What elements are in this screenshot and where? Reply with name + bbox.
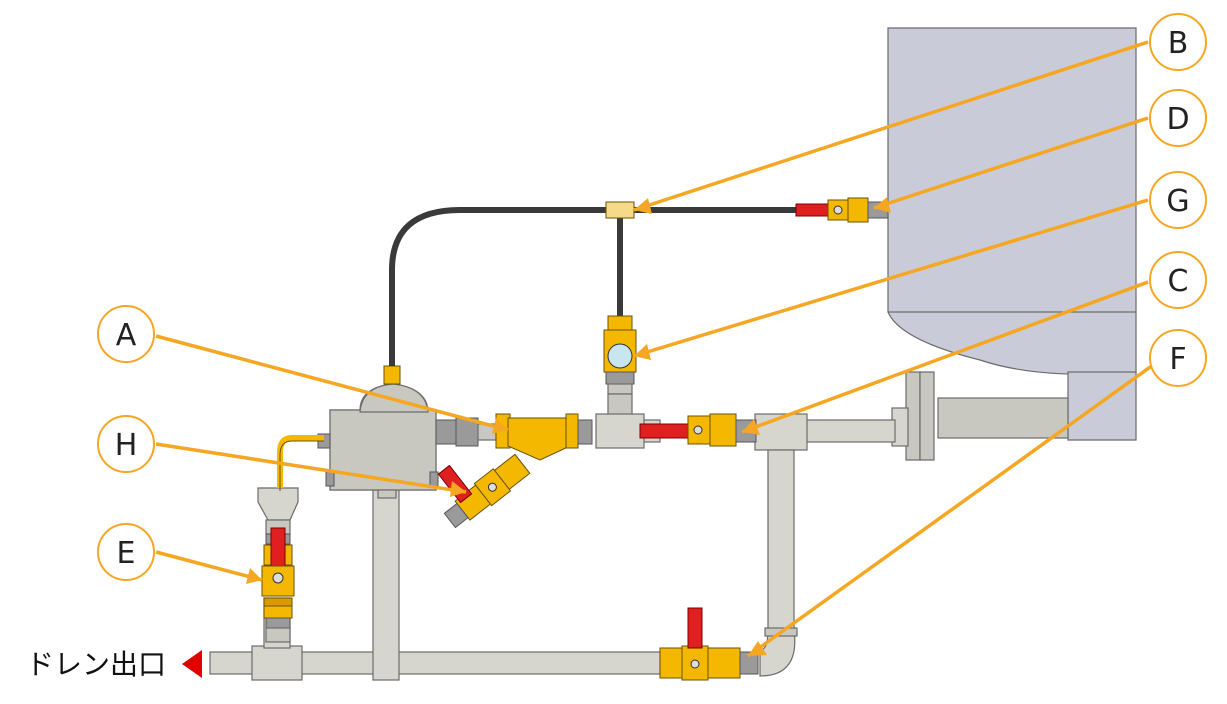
svg-text:F: F: [1169, 342, 1186, 377]
valve-d: [795, 197, 889, 223]
leader-f: [746, 358, 1162, 658]
steam-trap: [277, 365, 439, 499]
label-h: H: [97, 415, 155, 473]
leader-b: [633, 40, 1149, 212]
leader-g: [633, 198, 1149, 358]
sight-glass-g: [603, 315, 637, 417]
leader-d: [873, 116, 1149, 210]
valve-e-assembly: [257, 487, 299, 643]
label-g: G: [1149, 171, 1207, 229]
svg-text:E: E: [117, 536, 136, 571]
svg-text:C: C: [1168, 264, 1189, 299]
drain-arrow-icon: [182, 650, 202, 678]
label-f: F: [1149, 329, 1207, 387]
svg-text:A: A: [116, 318, 137, 353]
svg-text:G: G: [1166, 184, 1189, 219]
label-d: D: [1149, 89, 1207, 147]
svg-text:D: D: [1166, 102, 1189, 137]
label-b: B: [1149, 13, 1207, 71]
valve-h: [443, 453, 531, 529]
leader-lines: [155, 40, 1162, 658]
inlet-line: [435, 413, 757, 461]
drain-outlet-label: ドレン出口: [26, 648, 166, 681]
label-e: E: [97, 523, 155, 581]
tank-flange: [891, 371, 1069, 461]
leader-h: [155, 442, 467, 494]
leader-a: [155, 334, 509, 432]
label-c: C: [1149, 251, 1207, 309]
svg-text:H: H: [115, 428, 138, 463]
leader-e: [155, 550, 263, 582]
valve-f: [659, 607, 759, 681]
label-a: A: [97, 305, 155, 363]
leader-c: [741, 280, 1149, 434]
svg-text:B: B: [1168, 26, 1189, 61]
sensing-line: [389, 201, 800, 366]
